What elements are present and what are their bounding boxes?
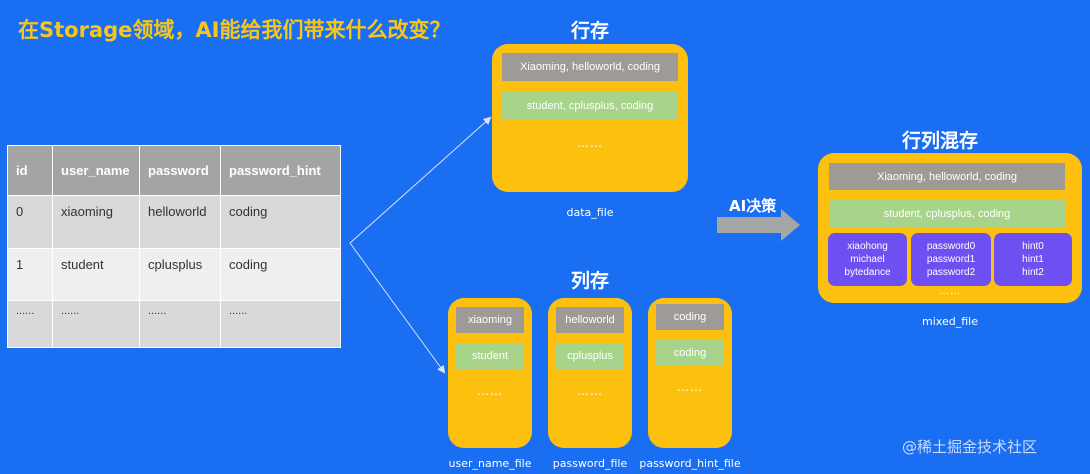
column-header-user-name: user_name <box>52 145 140 196</box>
row-store-row-1: Xiaoming, helloworld, coding <box>502 53 678 81</box>
column-cell-mid: coding <box>656 340 724 366</box>
slide-title: 在Storage领域，AI能给我们带来什么改变？ <box>18 18 451 42</box>
mixed-cell: hint0 <box>1022 241 1044 252</box>
column-ellipsis: …… <box>677 380 703 394</box>
column-cell-top: helloworld <box>556 307 624 333</box>
column-header-password-hint: password_hint <box>220 145 341 196</box>
mixed-cell: password0 <box>926 241 976 252</box>
mixed-cell: password1 <box>926 254 976 265</box>
source-table: id user_name password password_hint 0 xi… <box>7 145 341 348</box>
mixed-store-column-2: password0 password1 password2 <box>911 233 991 286</box>
ai-decision-arrow <box>717 209 800 241</box>
mixed-cell: hint2 <box>1022 267 1044 278</box>
mixed-store-caption: mixed_file <box>922 315 978 328</box>
column-header-password: password <box>139 145 221 196</box>
arrow-to-column-store <box>349 242 446 374</box>
table-header-row: id user_name password password_hint <box>7 145 341 196</box>
column-store-password-container: helloworld cplusplus …… <box>548 298 632 448</box>
column-header-id: id <box>7 145 53 196</box>
column-store-user-name-container: xiaoming student …… <box>448 298 532 448</box>
mixed-cell: password2 <box>926 267 976 278</box>
column-store-password-hint-container: coding coding …… <box>648 298 732 448</box>
row-store-container: Xiaoming, helloworld, coding student, cp… <box>492 44 688 192</box>
mixed-cell: hint1 <box>1022 254 1044 265</box>
row-store-heading: 行存 <box>570 20 609 42</box>
column-store-caption: user_name_file <box>448 457 532 470</box>
mixed-store-column-3: hint0 hint1 hint2 <box>994 233 1072 286</box>
mixed-cell: xiaohong <box>847 241 888 252</box>
mixed-store-container: Xiaoming, helloworld, coding student, cp… <box>818 153 1082 303</box>
column-cell-mid: student <box>456 343 524 369</box>
mixed-store-heading: 行列混存 <box>901 130 978 152</box>
mixed-store-column-1: xiaohong michael bytedance <box>828 233 907 286</box>
table-cell: helloworld <box>139 194 221 249</box>
mixed-store-row-1: Xiaoming, helloworld, coding <box>829 163 1065 190</box>
table-row: ...... ...... ...... ...... <box>7 300 341 348</box>
mixed-store-row-2: student, cplusplus, coding <box>829 200 1065 227</box>
table-cell: ...... <box>220 300 341 348</box>
table-cell: ...... <box>7 300 53 348</box>
column-ellipsis: …… <box>577 384 603 398</box>
mixed-cell: michael <box>850 254 885 265</box>
column-store-caption: password_hint_file <box>639 457 741 470</box>
table-cell: ...... <box>139 300 221 348</box>
table-row: 1 student cplusplus coding <box>7 247 341 302</box>
column-store-heading: 列存 <box>570 270 609 292</box>
row-store-ellipsis: …… <box>577 136 603 150</box>
table-cell: coding <box>220 194 341 249</box>
watermark-text: @稀土掘金技术社区 <box>902 438 1038 456</box>
row-store-caption: data_file <box>566 206 614 219</box>
table-cell: 0 <box>7 194 53 249</box>
table-cell: 1 <box>7 247 53 302</box>
table-cell: cplusplus <box>139 247 221 302</box>
mixed-cell: bytedance <box>844 267 891 278</box>
table-row: 0 xiaoming helloworld coding <box>7 194 341 249</box>
arrow-to-row-store <box>349 116 492 244</box>
column-cell-mid: cplusplus <box>556 343 624 369</box>
row-store-row-2: student, cplusplus, coding <box>502 92 678 120</box>
table-cell: coding <box>220 247 341 302</box>
column-ellipsis: …… <box>477 384 503 398</box>
table-cell: xiaoming <box>52 194 140 249</box>
column-cell-top: coding <box>656 304 724 330</box>
mixed-store-ellipsis: …… <box>939 286 961 297</box>
column-store-caption: password_file <box>552 457 628 470</box>
column-cell-top: xiaoming <box>456 307 524 333</box>
ai-decision-label: AI决策 <box>729 197 777 215</box>
